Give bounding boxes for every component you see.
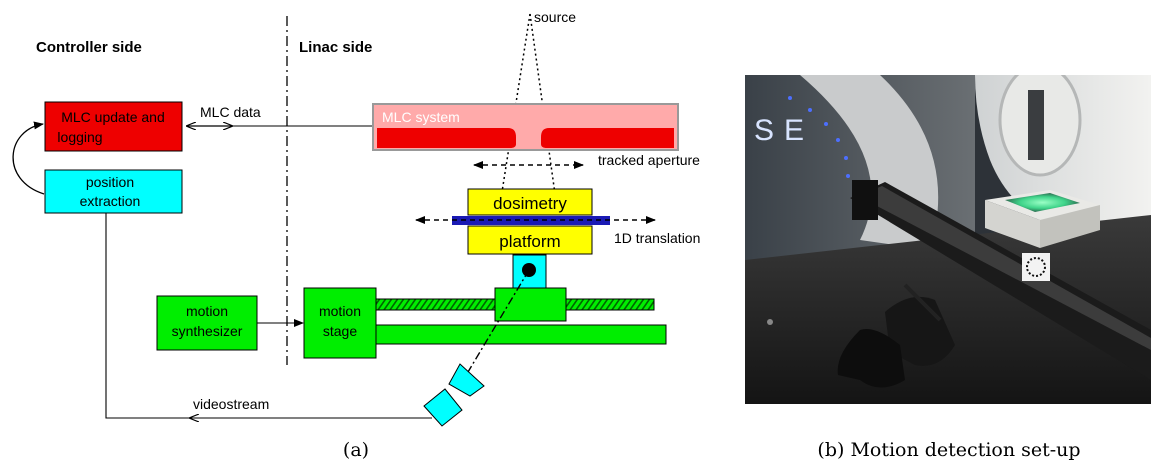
- position-extraction-box: [44, 169, 183, 214]
- mlc-data-label: MLC data: [200, 104, 261, 120]
- tracked-aperture-label: tracked aperture: [598, 152, 700, 168]
- controller-side-title: Controller side: [36, 39, 142, 56]
- dosimetry-box: [467, 188, 593, 216]
- motion-stage-label-line1: motion: [319, 303, 361, 319]
- videostream-label: videostream: [193, 396, 269, 412]
- mlc-leaf-right: [541, 128, 674, 148]
- motion-synth-label-line1: motion: [186, 303, 228, 319]
- photo-sign-letters: SE: [754, 114, 814, 147]
- mlc-leaf-left: [377, 128, 516, 148]
- source-label: source: [534, 9, 576, 25]
- motion-stage-label-line2: stage: [323, 323, 357, 339]
- mlc-update-box: [44, 101, 183, 152]
- caption-b: (b) Motion detection set-up: [817, 439, 1080, 461]
- position-label-line1: position: [86, 174, 134, 190]
- diagram-a: Controller side Linac side source MLC up…: [12, 9, 700, 427]
- feedback-arrow: [12, 121, 45, 195]
- motion-setup-photo: SE: [745, 75, 1151, 404]
- lower-rail: [375, 324, 667, 345]
- dosimetry-label: dosimetry: [493, 194, 567, 213]
- stage-carriage: [494, 287, 567, 322]
- motion-stage-box: [303, 287, 377, 359]
- platform-label: platform: [499, 232, 560, 251]
- mlc-system-label: MLC system: [382, 109, 460, 125]
- platform-box: [467, 225, 593, 255]
- motion-synth-label-line2: synthesizer: [172, 323, 243, 339]
- linac-side-title: Linac side: [299, 39, 372, 56]
- motion-synthesizer-box: [156, 295, 258, 351]
- mlc-update-label-line2: logging: [57, 129, 102, 145]
- caption-a: (a): [343, 439, 369, 461]
- beam-line-left: [495, 13, 531, 231]
- camera-icon: [423, 363, 485, 427]
- position-label-line2: extraction: [80, 193, 141, 209]
- translation-bar: [452, 216, 610, 225]
- camera-sight-line: [461, 269, 530, 383]
- translation-label: 1D translation: [614, 230, 700, 246]
- mlc-update-label-line1: MLC update and: [61, 109, 165, 125]
- videostream-line: [105, 213, 432, 419]
